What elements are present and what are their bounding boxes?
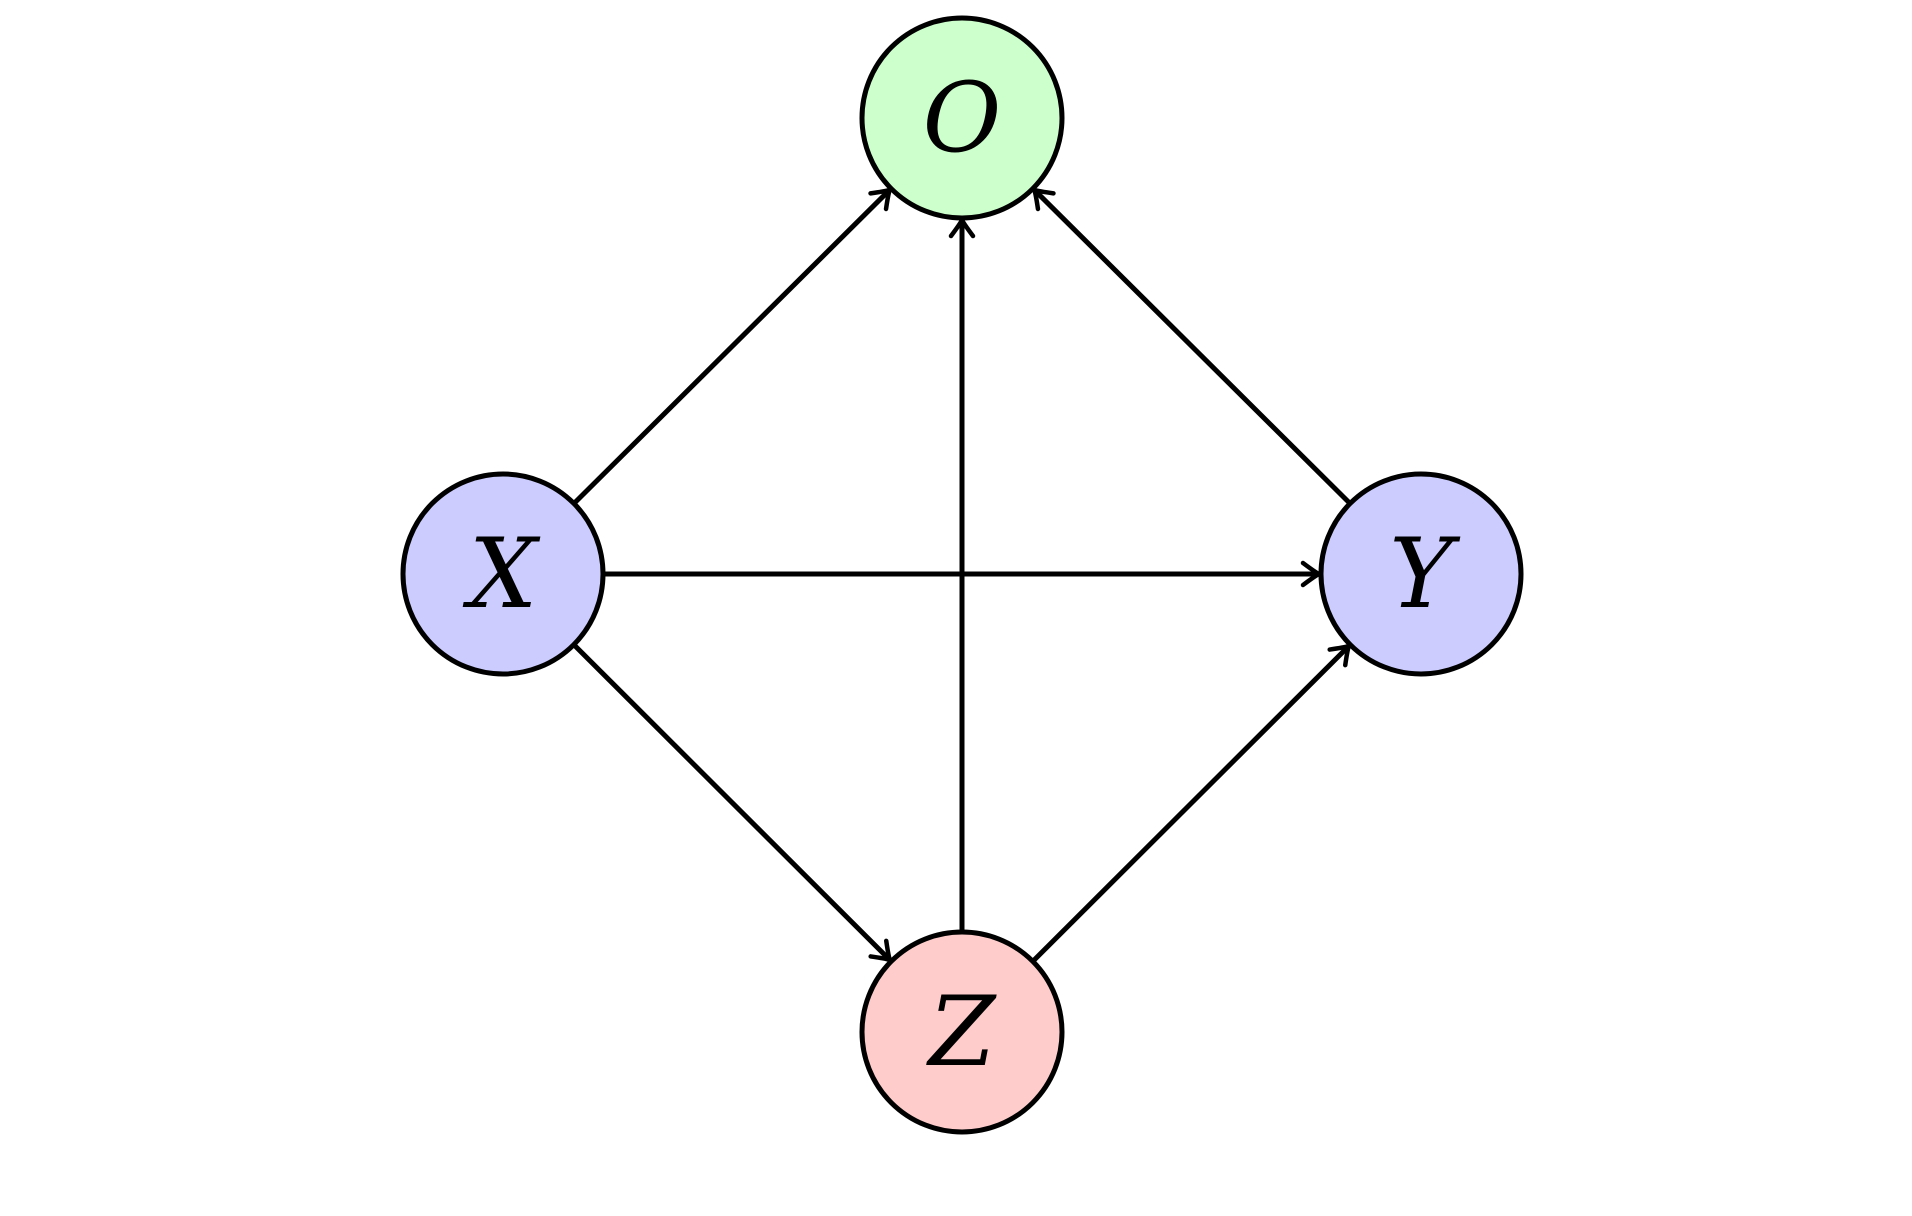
edge-x-to-o: [572, 187, 892, 506]
edges-layer: [572, 187, 1352, 964]
edge-line: [1034, 189, 1352, 506]
node-z: Z: [859, 929, 1065, 1135]
edge-line: [572, 189, 890, 506]
node-o: O: [859, 15, 1065, 221]
node-z-circle: [859, 929, 1065, 1135]
node-y-label: Y: [1389, 518, 1461, 630]
node-o-circle: [859, 15, 1065, 221]
node-x-label: X: [462, 518, 541, 630]
edge-z-to-y: [1031, 643, 1352, 964]
node-z-label: Z: [926, 976, 998, 1088]
node-x-circle: [400, 471, 606, 677]
node-y: Y: [1318, 471, 1524, 677]
node-o-label: O: [923, 62, 1002, 174]
edge-line: [1031, 645, 1350, 964]
edge-y-to-o: [1032, 187, 1352, 506]
edge-x-to-z: [572, 642, 893, 963]
edge-line: [572, 642, 891, 961]
node-y-circle: [1318, 471, 1524, 677]
node-x: X: [400, 471, 606, 677]
